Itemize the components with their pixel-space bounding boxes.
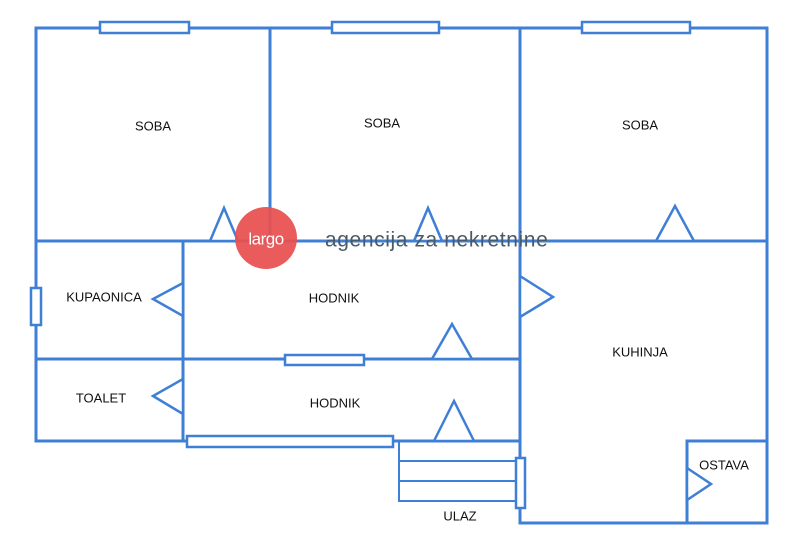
room-label-toalet: TOALET bbox=[76, 390, 126, 405]
room-label-ostava: OSTAVA bbox=[699, 457, 749, 472]
room-label-soba-1: SOBA bbox=[135, 118, 171, 133]
window-soba-2 bbox=[330, 20, 441, 35]
logo-tagline: agencija za nekretnine bbox=[325, 229, 548, 252]
door-soba-2 bbox=[412, 204, 444, 243]
room-label-soba-2: SOBA bbox=[364, 115, 400, 130]
window-hodnik-bottom bbox=[185, 434, 395, 449]
room-label-hodnik-2: HODNIK bbox=[310, 395, 361, 410]
door-soba-3 bbox=[653, 203, 697, 243]
door-kuhinja bbox=[518, 273, 556, 320]
room-label-kupaonica: KUPAONICA bbox=[66, 289, 142, 304]
logo-circle-icon bbox=[235, 207, 297, 269]
door-toalet bbox=[150, 376, 185, 417]
door-ostava bbox=[685, 465, 714, 503]
window-hodnik bbox=[283, 353, 366, 367]
windows bbox=[29, 20, 692, 449]
window-kupaonica bbox=[29, 286, 43, 327]
room-label-ulaz: ULAZ bbox=[443, 508, 476, 523]
room-label-hodnik-1: HODNIK bbox=[309, 290, 360, 305]
door-hodnik-2 bbox=[431, 398, 477, 443]
door-soba-1 bbox=[208, 204, 240, 243]
room-label-kuhinja: KUHINJA bbox=[612, 344, 668, 359]
room-labels: SOBA SOBA SOBA KUPAONICA HODNIK TOALET H… bbox=[66, 115, 749, 523]
doors bbox=[150, 203, 714, 503]
room-label-soba-3: SOBA bbox=[622, 117, 658, 132]
entrance-door bbox=[514, 456, 527, 510]
walls bbox=[34, 26, 769, 525]
door-hodnik bbox=[429, 321, 475, 361]
watermark-logo: largo agencija za nekretnine bbox=[235, 207, 548, 269]
entrance-stairs bbox=[398, 441, 527, 510]
door-kupaonica bbox=[150, 280, 185, 319]
window-soba-3 bbox=[580, 20, 692, 35]
logo-brand: largo bbox=[248, 229, 283, 248]
window-soba-1 bbox=[98, 20, 191, 35]
